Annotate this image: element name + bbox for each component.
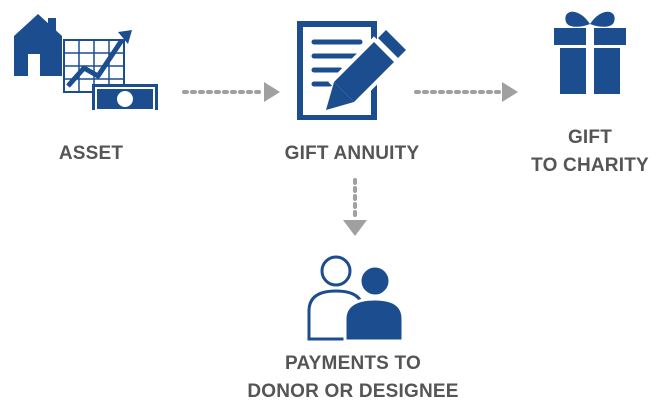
- gift-annuity-label: GIFT ANNUITY: [284, 143, 420, 164]
- document-pen-icon: [297, 21, 406, 120]
- arrow-annuity-to-charity: [414, 82, 518, 102]
- arrow-annuity-to-payments: [343, 178, 367, 236]
- house-chart-money-icon: [14, 14, 158, 110]
- payments-label-line1: PAYMENTS TO: [285, 353, 421, 374]
- gift-to-charity-label-line1: GIFT: [567, 127, 613, 148]
- asset-label: ASSET: [58, 143, 124, 164]
- people-icon: [307, 255, 403, 343]
- arrow-asset-to-annuity: [182, 82, 280, 102]
- gift-to-charity-label-line2: TO CHARITY: [531, 155, 649, 176]
- gift-box-icon: [554, 11, 626, 94]
- payments-label-line2: DONOR OR DESIGNEE: [247, 381, 459, 402]
